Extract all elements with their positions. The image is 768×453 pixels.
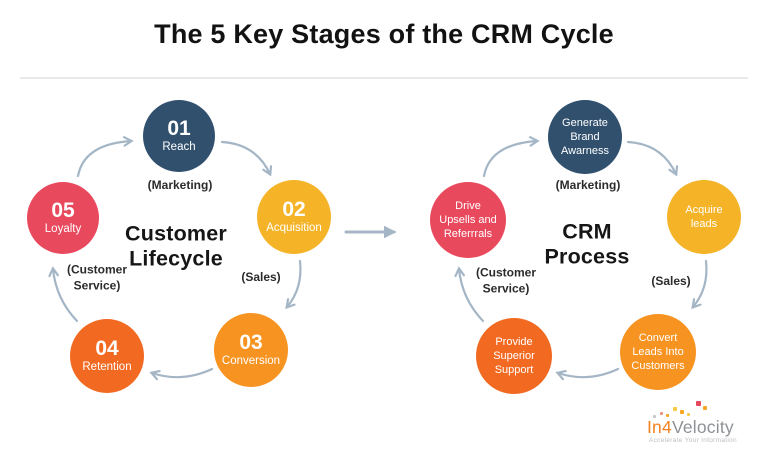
logo-wordmark: In4Velocity [647, 417, 734, 438]
right-marketing-label: (Marketing) [555, 178, 621, 193]
stage-01-reach-circle: 01 Reach [143, 100, 215, 172]
logo-wordmark-suffix: Velocity [671, 417, 734, 437]
stage-generate-brand-awareness-circle: Generate Brand Awarness [548, 100, 622, 174]
stage-drive-upsells-circle: Drive Upsells and Referrrals [430, 182, 506, 258]
logo-dot-icon [703, 406, 707, 410]
stage-label: Drive Upsells and Referrrals [439, 199, 497, 241]
stage-number: 01 [167, 116, 191, 140]
logo-dot-icon [687, 413, 690, 416]
right-cycle-center-label: CRM Process [544, 219, 630, 269]
arrow-upsells-to-awareness-icon [482, 136, 540, 178]
stage-convert-leads-circle: Convert Leads Into Customers [620, 314, 696, 390]
stage-04-retention-circle: 04 Retention [70, 319, 144, 393]
stage-acquire-leads-circle: Acquire leads [667, 180, 741, 254]
logo-tagline: Accelerate Your Information [649, 437, 737, 444]
stage-number: 03 [239, 330, 263, 354]
right-sales-label: (Sales) [651, 274, 691, 289]
arrow-acquisition-to-conversion-icon [285, 259, 302, 310]
stage-label: Loyalty [44, 223, 82, 236]
stage-label: Generate Brand Awarness [560, 116, 610, 158]
left-cycle-center-label: Customer Lifecycle [125, 221, 227, 271]
stage-label: Acquisition [266, 222, 322, 235]
arrow-leads-to-convert-icon [691, 259, 708, 310]
logo-dot-icon [696, 401, 701, 406]
left-customer-service-label: (Customer Service) [66, 262, 128, 292]
arrow-convert-to-support-icon [555, 367, 620, 381]
left-sales-label: (Sales) [241, 270, 281, 285]
arrow-awareness-to-leads-icon [626, 140, 679, 177]
stage-label: Acquire leads [685, 203, 723, 230]
in4velocity-logo: In4Velocity Accelerate Your Information [633, 398, 765, 448]
arrow-conversion-to-retention-icon [149, 367, 214, 381]
stage-label: Conversion [221, 355, 281, 368]
left-marketing-label: (Marketing) [147, 178, 213, 193]
stage-03-conversion-circle: 03 Conversion [214, 313, 288, 387]
stage-label: Retention [82, 361, 132, 374]
logo-dot-icon [673, 407, 677, 411]
arrow-loyalty-to-reach-icon [76, 136, 134, 178]
stage-number: 02 [282, 197, 306, 221]
stage-number: 05 [51, 198, 75, 222]
stage-number: 04 [95, 336, 119, 360]
stage-05-loyalty-circle: 05 Loyalty [27, 182, 99, 254]
logo-dot-icon [666, 414, 669, 417]
arrow-reach-to-acquisition-icon [220, 140, 273, 177]
stage-label: Convert Leads Into Customers [631, 331, 685, 373]
stage-label: Provide Superior Support [493, 335, 535, 377]
logo-wordmark-prefix: In4 [647, 417, 672, 437]
logo-dot-icon [660, 412, 663, 415]
logo-dot-icon [653, 415, 656, 418]
arrow-retention-to-loyalty-icon [48, 266, 79, 323]
stage-02-acquisition-circle: 02 Acquisition [257, 180, 331, 254]
stage-label: Reach [162, 141, 196, 154]
right-customer-service-label: (Customer Service) [475, 265, 537, 295]
logo-dot-icon [680, 410, 684, 414]
arrow-support-to-upsells-icon [454, 266, 485, 323]
page-title: The 5 Key Stages of the CRM Cycle [154, 19, 614, 49]
stage-provide-support-circle: Provide Superior Support [476, 318, 552, 394]
title-divider [20, 77, 748, 79]
